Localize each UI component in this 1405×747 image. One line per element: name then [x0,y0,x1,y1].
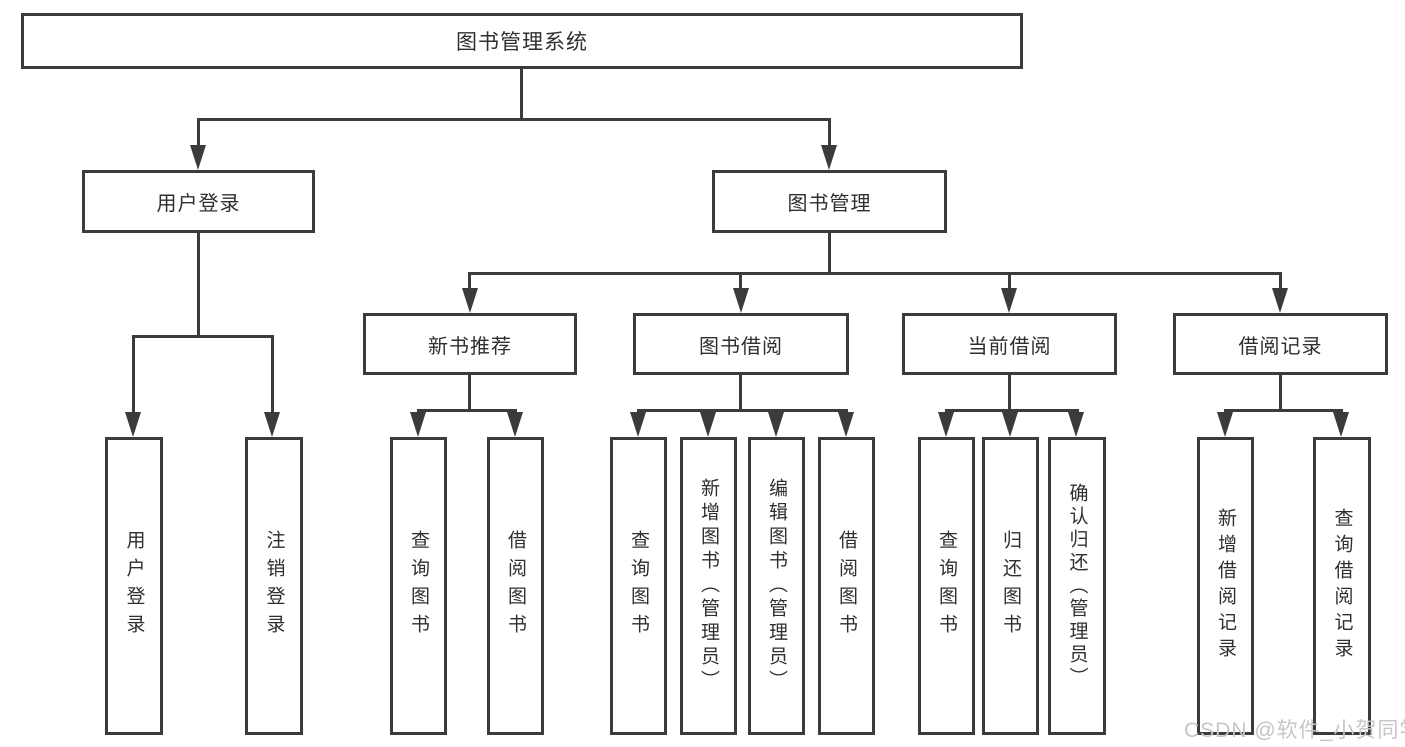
connector-line [197,233,200,337]
connector-line [637,409,848,412]
leaf-current-return-books: 归还图书 [982,437,1039,735]
arrow-down-icon [733,288,749,313]
arrow-down-icon [700,412,716,437]
leaf-borrow-edit-book-admin: 编辑图书（管理员） [748,437,805,735]
arrow-down-icon [410,412,426,437]
connector-line [828,118,831,149]
arrow-down-icon [1001,288,1017,313]
node-current-borrow: 当前借阅 [902,313,1117,375]
connector-line [1008,375,1011,412]
arrow-down-icon [264,412,280,437]
connector-line [468,272,1282,275]
node-root: 图书管理系统 [21,13,1023,69]
connector-line [520,69,523,118]
csdn-watermark: CSDN @软件_小贺同学 [1184,719,1405,742]
connector-line [417,409,517,412]
connector-line [1008,272,1011,291]
arrow-down-icon [1272,288,1288,313]
leaf-current-confirm-return-admin: 确认归还（管理员） [1048,437,1106,735]
connector-line [739,375,742,412]
arrow-down-icon [938,412,954,437]
node-book-borrow: 图书借阅 [633,313,849,375]
leaf-user-login: 用户登录 [105,437,163,735]
leaf-records-add-record: 新增借阅记录 [1197,437,1254,735]
connector-line [197,118,200,149]
leaf-recommend-borrow-books: 借阅图书 [487,437,544,735]
arrow-down-icon [507,412,523,437]
connector-line [1224,409,1343,412]
leaf-records-query-record: 查询借阅记录 [1313,437,1371,735]
leaf-borrow-borrow-books: 借阅图书 [818,437,875,735]
arrow-down-icon [821,145,837,170]
arrow-down-icon [838,412,854,437]
connector-line [271,335,274,416]
connector-line [945,409,1079,412]
arrow-down-icon [1068,412,1084,437]
connector-line [739,272,742,291]
connector-line [468,272,471,291]
node-new-book-recommend: 新书推荐 [363,313,577,375]
arrow-down-icon [462,288,478,313]
arrow-down-icon [768,412,784,437]
node-user-login: 用户登录 [82,170,315,233]
connector-line [828,233,831,275]
leaf-borrow-add-book-admin: 新增图书（管理员） [680,437,737,735]
arrow-down-icon [125,412,141,437]
node-borrow-records: 借阅记录 [1173,313,1388,375]
connector-line [1279,375,1282,412]
leaf-current-query-books: 查询图书 [918,437,975,735]
leaf-borrow-query-books: 查询图书 [610,437,667,735]
arrow-down-icon [190,145,206,170]
node-book-management: 图书管理 [712,170,947,233]
arrow-down-icon [1333,412,1349,437]
connector-line [1279,272,1282,291]
connector-line [468,375,471,412]
leaf-logout: 注销登录 [245,437,303,735]
connector-line [132,335,135,416]
connector-line [132,335,274,338]
arrow-down-icon [630,412,646,437]
connector-line [197,118,831,121]
arrow-down-icon [1002,412,1018,437]
arrow-down-icon [1217,412,1233,437]
leaf-recommend-query-books: 查询图书 [390,437,447,735]
